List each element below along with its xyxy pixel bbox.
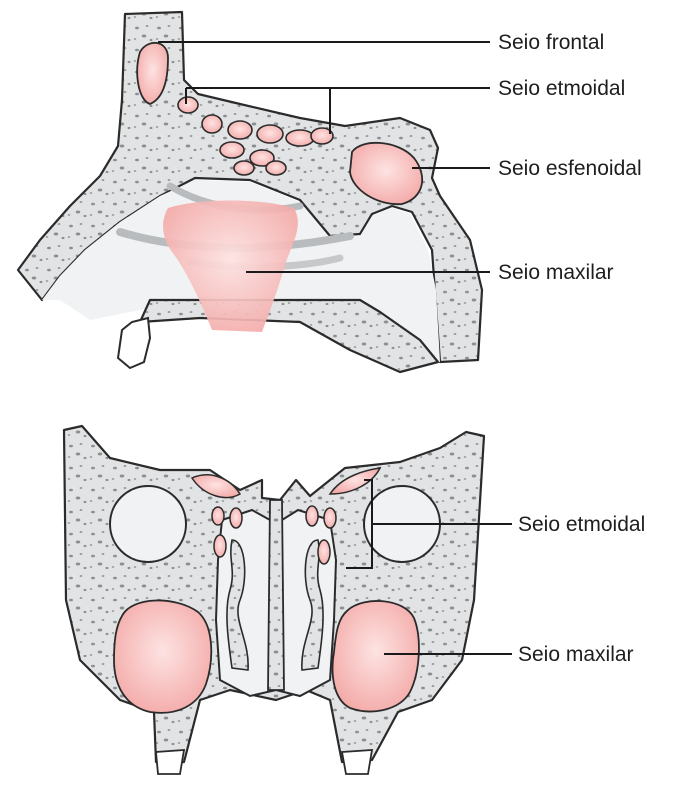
- right-maxillary-sinus: [333, 601, 419, 712]
- label-frontal-sinus: Seio frontal: [498, 32, 604, 53]
- right-molar: [342, 750, 372, 774]
- left-orbit: [110, 486, 186, 562]
- label-sphenoid-sinus: Seio esfenoidal: [498, 158, 642, 179]
- label-ethmoid-sinus-coronal: Seio etmoidal: [518, 514, 645, 535]
- nasal-septum: [268, 500, 284, 690]
- sagittal-view: [18, 12, 490, 372]
- left-molar: [156, 750, 184, 774]
- label-maxillary-sinus: Seio maxilar: [498, 262, 614, 283]
- coronal-view: [64, 426, 512, 774]
- left-maxillary-sinus: [114, 600, 211, 712]
- front-teeth: [118, 318, 150, 368]
- label-maxillary-sinus-coronal: Seio maxilar: [518, 644, 634, 665]
- label-ethmoid-sinus: Seio etmoidal: [498, 78, 625, 99]
